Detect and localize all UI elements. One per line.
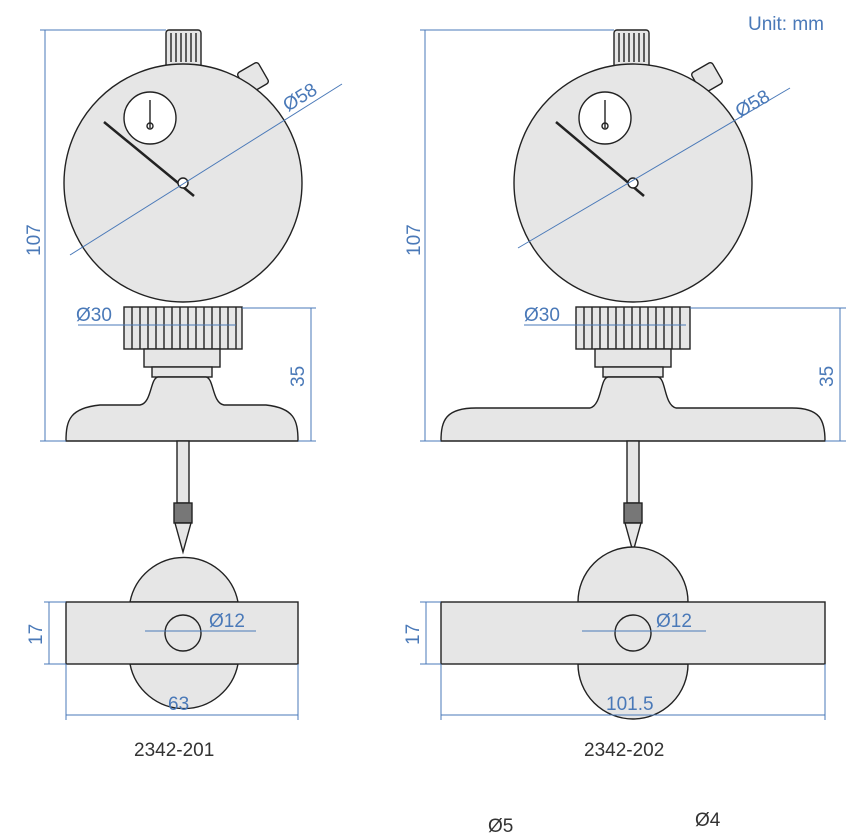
probe-rod (176, 440, 190, 504)
collar-knurl (131, 307, 237, 349)
gauge-2342-201: 107 Ø58 Ø30 35 Ø12 17 63 2342-201 (24, 29, 343, 761)
dim-base-height: 35 (288, 366, 309, 387)
neck-lower (602, 366, 664, 378)
base-side (440, 376, 826, 442)
probe-tip (624, 522, 642, 555)
dim-base-height: 35 (817, 366, 838, 387)
dim-collar-diameter: Ø30 (76, 305, 112, 326)
model-number: 2342-201 (134, 740, 214, 761)
dim-base-length: 63 (168, 694, 189, 715)
dim-base-thickness: 17 (403, 624, 424, 645)
gauge-2342-202: 107 Ø58 Ø30 35 Ø12 17 101.5 2342-202 (403, 29, 846, 761)
neck (594, 348, 672, 368)
base-side (65, 376, 299, 442)
dim-base-length: 101.5 (606, 694, 654, 715)
bore-hole (614, 614, 652, 652)
base-plan-boss-bottom (129, 663, 239, 710)
dim-bore-diameter: Ø12 (656, 611, 692, 632)
probe-rod (626, 440, 640, 504)
dim-height: 107 (404, 224, 425, 256)
probe-tip (174, 522, 192, 555)
model-number: 2342-202 (584, 740, 664, 761)
collar-knurl (583, 307, 681, 349)
base-plan-boss-top (129, 556, 239, 603)
collar (575, 306, 691, 350)
base-plan-view (440, 546, 826, 720)
dim-height: 107 (24, 224, 45, 256)
dim-collar-diameter: Ø30 (524, 305, 560, 326)
dim-bore-diameter: Ø12 (209, 611, 245, 632)
probe-knurl (623, 502, 643, 524)
tip-diameter-a: Ø5 (488, 816, 513, 837)
probe-knurl (173, 502, 193, 524)
neck-lower (151, 366, 213, 378)
unit-label: Unit: mm (748, 14, 824, 35)
tip-diameter-b: Ø4 (695, 810, 721, 831)
gauge-body (440, 29, 826, 555)
dim-base-thickness: 17 (26, 624, 47, 645)
bore-hole (164, 614, 202, 652)
gauge-body (63, 29, 303, 555)
base-plan-view (65, 556, 299, 710)
neck (143, 348, 221, 368)
base-plan-boss-bottom (577, 663, 689, 720)
base-plan-boss-top (577, 546, 689, 603)
collar (123, 306, 243, 350)
dim-dial-diameter: Ø58 (732, 86, 774, 122)
